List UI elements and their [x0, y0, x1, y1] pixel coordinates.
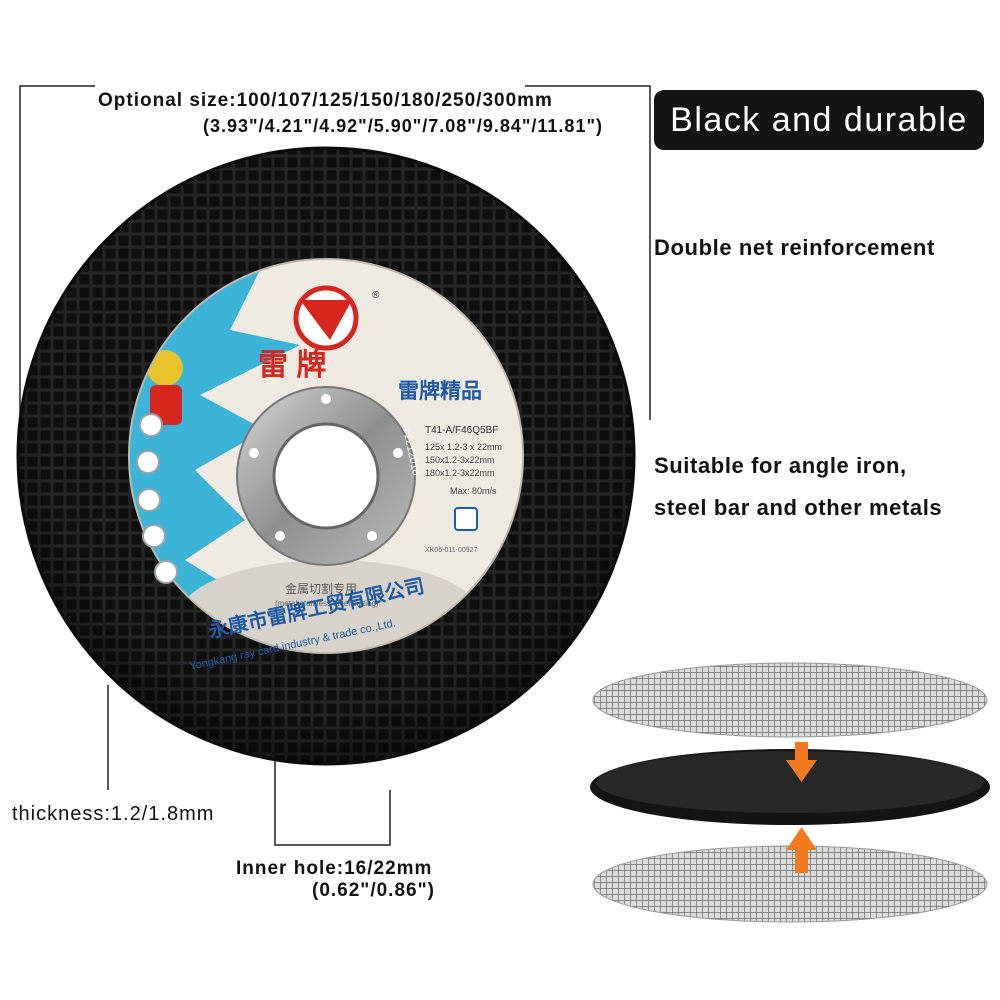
suitable-text-line2: steel bar and other metals: [654, 495, 943, 520]
label-cert: XK06-011-00927: [425, 547, 478, 554]
safety-icon: [137, 488, 161, 512]
safety-icons: [136, 413, 178, 584]
mascot-icon: [147, 350, 183, 386]
label-usage-en: (metal·stainless steel cutting): [275, 599, 379, 608]
brand-logo-icon: [293, 285, 359, 351]
label-model: T41-A/F46Q5BF: [425, 425, 498, 436]
suitable-text-line1: Suitable for angle iron,: [654, 453, 907, 478]
label-size-b: 150x1.2-3x22mm: [425, 455, 495, 465]
label-size-c: 180x1.2-3x22mm: [425, 468, 495, 478]
layer-diagram: [590, 662, 990, 923]
arrow-up-icon: [786, 827, 817, 873]
safety-icon: [142, 524, 166, 548]
cert-icon: [454, 507, 478, 531]
safety-icon: [154, 560, 178, 584]
top-mesh-layer: [592, 662, 988, 738]
label-usage-cn: 金属切割专用: [285, 581, 357, 596]
label-size-a: 125x 1.2-3 x 22mm: [425, 442, 502, 452]
label-max-speed: Max: 80m/s: [450, 486, 497, 496]
size-options: Optional size:100/107/125/150/180/250/30…: [98, 90, 553, 111]
inner-hole-spec: Inner hole:16/22mm: [236, 858, 433, 879]
reinforcement-text: Double net reinforcement: [654, 235, 935, 260]
thickness-spec: thickness:1.2/1.8mm: [12, 803, 215, 825]
arbor-hole: [272, 422, 380, 530]
brand-name: 雷 牌: [258, 349, 326, 382]
safety-icon: [139, 413, 163, 437]
arrow-down-icon: [786, 742, 817, 782]
bottom-mesh-layer: [592, 845, 988, 923]
registered-mark: ®: [372, 290, 380, 301]
safety-icon: [136, 450, 160, 474]
size-options-inches: (3.93"/4.21"/4.92"/5.90"/7.08"/9.84"/11.…: [203, 116, 603, 136]
durable-badge: Black and durable: [654, 90, 984, 150]
callout-lines: [19, 85, 651, 846]
inner-hole-inches: (0.62"/0.86"): [312, 880, 435, 901]
center-hub: Y1212018: [236, 386, 422, 566]
durable-badge-text: Black and durable: [670, 100, 968, 139]
brand-small: 雷牌精品: [398, 379, 482, 403]
